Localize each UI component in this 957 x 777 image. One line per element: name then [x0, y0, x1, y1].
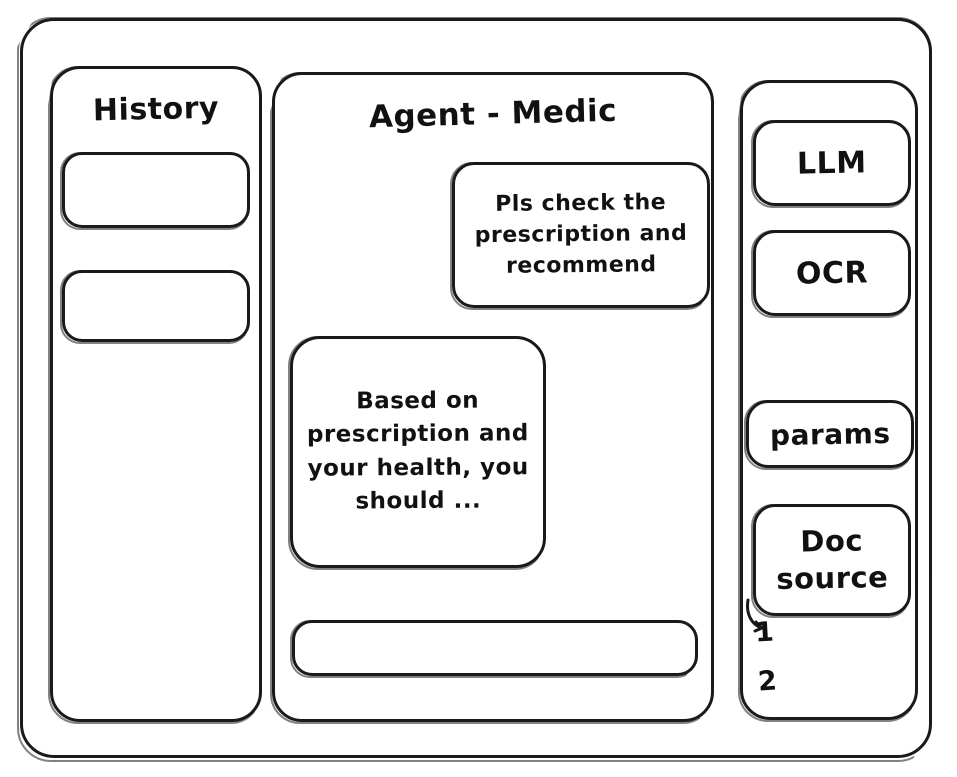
tool-button-params[interactable]: params	[746, 400, 914, 468]
tool-button-label: params	[769, 416, 891, 452]
message-composer-input[interactable]	[292, 620, 698, 676]
chat-message-user: Pls check the prescription and recommend	[452, 162, 710, 308]
doc-source-index-1[interactable]: 1	[754, 616, 776, 649]
tool-button-label: OCR	[795, 254, 869, 292]
history-list-item[interactable]	[62, 152, 250, 228]
chat-message-assistant: Based on prescription and your health, y…	[290, 336, 546, 568]
tool-button-label: Doc source	[776, 523, 889, 596]
history-list-item[interactable]	[62, 270, 250, 342]
tool-button-doc-source[interactable]: Doc source	[753, 504, 911, 616]
doc-source-index-2[interactable]: 2	[756, 665, 779, 698]
history-panel-title: History	[92, 90, 220, 129]
tool-button-ocr[interactable]: OCR	[753, 230, 911, 316]
tool-button-label: LLM	[796, 144, 868, 182]
tool-button-llm[interactable]: LLM	[753, 120, 911, 206]
assistant-message-text: Based on prescription and your health, y…	[306, 387, 529, 515]
user-message-text: Pls check the prescription and recommend	[474, 190, 688, 280]
